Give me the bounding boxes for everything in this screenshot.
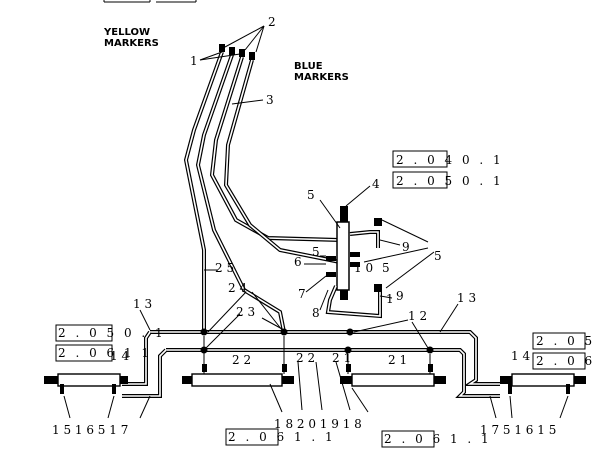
yellow-markers-label-line2: MARKERS [104,38,159,49]
callout-24: 2 4 [228,281,247,295]
cylinder-center-right [340,373,446,387]
callout-14-right: 1 4 [511,349,530,363]
ref-box-2040 [392,150,448,168]
ref-left-2061: 2 . 0 6 1 1 [58,346,152,360]
ref-box-left-2050 [55,324,113,342]
bottom-right-callouts: 1 7 5 1 6 1 5 [480,423,556,437]
main-hose-lines [122,330,500,398]
callout-23: 2 3 [236,305,255,319]
bottom-middle-callouts: 1 8 2 0 1 9 1 8 [274,417,362,431]
ref-right-205: 2 . 0 5 [536,334,595,348]
callout-21-right: 2 1 [388,353,407,367]
ref-left-2050: 2 . 0 5 0 . 1 [58,326,166,340]
middle-callout-lines [139,269,459,413]
ref-box-bottom-a [225,428,279,446]
ref-box-right-206 [532,352,586,370]
callout-3: 3 [266,93,274,107]
bottom-callout-lines [63,395,569,419]
blue-markers-label-line1: BLUE [294,61,323,72]
cylinder-left [44,373,128,394]
callout-5-left: 5 [312,245,320,259]
callout-9-top: 9 [402,240,410,254]
cylinder-center-left [182,373,294,387]
valve-block [325,206,382,319]
callout-21-mid: 2 1 [332,351,351,365]
callout-7: 7 [298,287,306,301]
callout-5-right: 5 [434,249,442,263]
callout-9-bottom: 9 [396,289,404,303]
callout-25: 2 5 [215,261,234,275]
cropped-reference-boxes [103,0,197,3]
callout-1-valve: 1 [386,292,394,306]
callout-5-top: 5 [307,188,315,202]
ref-2050-1: 2 . 0 5 0 . 1 [396,174,504,188]
ref-2040-1: 2 . 0 4 0 . 1 [396,153,504,167]
top-fittings [219,44,255,60]
hose-bundle [183,51,341,335]
callout-2: 2 [268,15,276,29]
callout-8: 8 [312,306,320,320]
callout-6: 6 [294,255,302,269]
bottom-left-callouts: 1 5 1 6 5 1 7 [52,423,128,437]
cylinder-drops [203,336,431,374]
ref-box-bottom-b [381,430,435,448]
callout-10: 1 0 [354,261,373,275]
callout-13-right: 1 3 [457,291,476,305]
callout-22-mid: 2 2 [296,351,315,365]
cylinder-right [500,373,586,394]
callout-5-mid: 5 [382,261,390,275]
callout-13-left: 1 3 [133,297,152,311]
ref-bottom-b: 2 . 0 6 1 . 1 [384,432,492,446]
callout-14-left: 1 4 [110,349,129,363]
yellow-markers-label-line1: YELLOW [103,27,150,38]
blue-markers-label-line2: MARKERS [294,72,349,83]
callout-22-left: 2 2 [232,353,251,367]
callout-lines-top [199,25,265,105]
valve-callout-lines [304,185,435,311]
callout-12: 1 2 [408,309,427,323]
callout-4: 4 [372,177,380,191]
ref-box-left-2061 [55,344,113,362]
ref-bottom-a: 2 . 0 6 1 . 1 [228,430,336,444]
callout-1: 1 [190,54,198,68]
ref-box-2050 [392,171,448,189]
ref-box-right-205 [532,332,586,350]
ref-right-206: 2 . 0 6 [536,354,595,368]
